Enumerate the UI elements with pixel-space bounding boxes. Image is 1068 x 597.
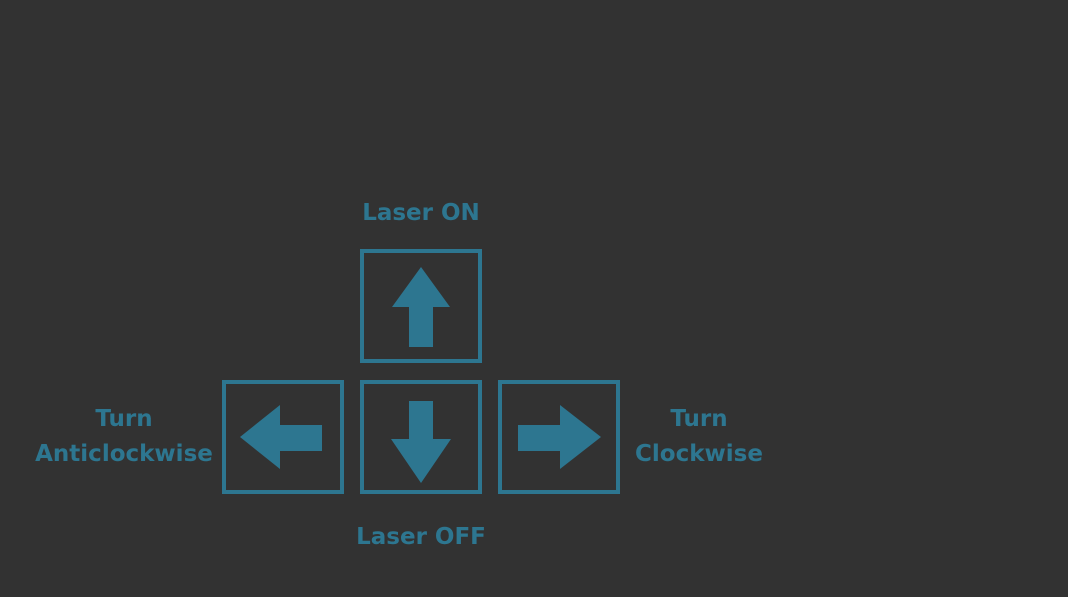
arrow-up-icon: [392, 267, 450, 347]
arrow-down-icon: [391, 401, 451, 483]
turn-anticlockwise-line1: Turn: [95, 406, 153, 432]
down-arrow-key[interactable]: [360, 380, 482, 494]
laser-on-label: Laser ON: [362, 200, 480, 226]
arrow-left-icon: [240, 405, 322, 469]
turn-clockwise-line1: Turn: [670, 406, 728, 432]
turn-anticlockwise-label: Turn Anticlockwise: [35, 402, 213, 472]
arrow-right-icon: [518, 405, 601, 469]
turn-clockwise-label: Turn Clockwise: [635, 402, 763, 472]
turn-anticlockwise-line2: Anticlockwise: [35, 441, 213, 467]
left-arrow-key[interactable]: [222, 380, 344, 494]
right-arrow-key[interactable]: [498, 380, 620, 494]
turn-clockwise-line2: Clockwise: [635, 441, 763, 467]
laser-off-label: Laser OFF: [356, 524, 486, 550]
up-arrow-key[interactable]: [360, 249, 482, 363]
